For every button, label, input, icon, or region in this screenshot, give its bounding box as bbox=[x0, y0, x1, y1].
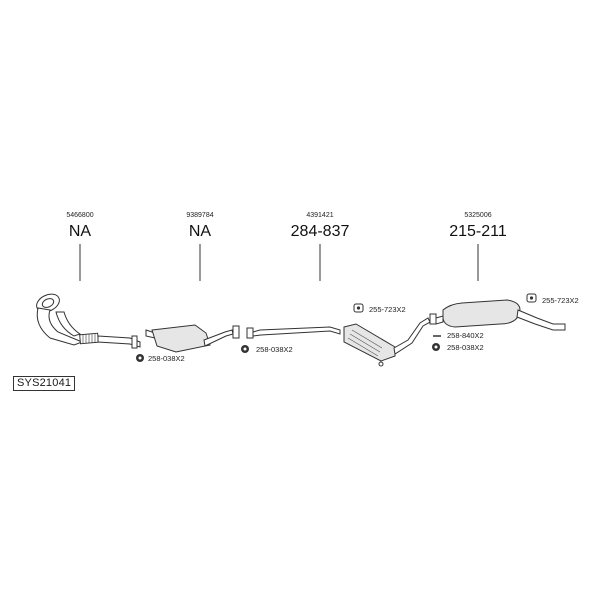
front-silencer-drawing[interactable] bbox=[145, 324, 234, 353]
accessory-2[interactable]: 258-038X2 bbox=[241, 345, 293, 354]
middle-silencer-body bbox=[343, 323, 396, 362]
part-2-callout: 9389784 NA bbox=[186, 212, 214, 281]
accessory-6[interactable]: 255-723X2 bbox=[526, 293, 579, 305]
intermediate-pipe-drawing[interactable] bbox=[232, 325, 341, 339]
part-3-callout: 4391421 284-837 bbox=[291, 212, 350, 281]
intermediate-flange-2 bbox=[246, 327, 254, 339]
part-4-label[interactable]: 215-211 bbox=[449, 223, 507, 240]
middle-silencer-ribs bbox=[347, 329, 383, 357]
part-1-callout: 5466800 NA bbox=[66, 212, 94, 281]
system-code-label: SYS21041 bbox=[13, 376, 76, 391]
flex-joint-ribs bbox=[82, 334, 96, 343]
accessory-5[interactable]: 258-038X2 bbox=[432, 343, 484, 352]
accessory-1[interactable]: 258-038X2 bbox=[136, 354, 185, 363]
part-1-oe-number: 5466800 bbox=[66, 212, 93, 219]
middle-silencer-drawing[interactable] bbox=[343, 317, 431, 367]
accessory-1-code: 258-038X2 bbox=[148, 354, 185, 363]
middle-silencer-outlet bbox=[393, 317, 431, 355]
accessory-3[interactable]: 255-723X2 bbox=[353, 303, 406, 314]
accessory-2-code: 258-038X2 bbox=[256, 345, 293, 354]
part-4-oe-number: 5325006 bbox=[464, 212, 491, 219]
accessory-6-code: 255-723X2 bbox=[542, 296, 579, 305]
front-silencer-body bbox=[151, 324, 211, 353]
intermediate-pipe bbox=[252, 326, 341, 337]
front-pipe-tube-2 bbox=[55, 311, 82, 337]
middle-silencer-hanger bbox=[378, 361, 384, 367]
accessory-3-code: 255-723X2 bbox=[369, 305, 406, 314]
front-pipe-flange bbox=[131, 335, 138, 349]
part-3-label[interactable]: 284-837 bbox=[291, 223, 350, 240]
part-3-oe-number: 4391421 bbox=[306, 212, 333, 219]
rear-silencer-body bbox=[442, 299, 521, 328]
accessory-4[interactable]: 258-840X2 bbox=[433, 331, 484, 340]
manifold-flange-inner bbox=[41, 298, 55, 308]
accessory-4-code: 258-840X2 bbox=[447, 331, 484, 340]
rear-silencer-drawing[interactable] bbox=[429, 299, 566, 331]
front-pipe-outlet bbox=[97, 335, 141, 348]
part-4-callout: 5325006 215-211 bbox=[449, 212, 507, 281]
front-silencer-outlet bbox=[203, 329, 234, 347]
part-1-label[interactable]: NA bbox=[69, 223, 92, 240]
rear-clamp bbox=[429, 313, 437, 325]
part-2-oe-number: 9389784 bbox=[186, 212, 213, 219]
accessory-5-code: 258-038X2 bbox=[447, 343, 484, 352]
intermediate-flange bbox=[232, 325, 240, 339]
part-2-label[interactable]: NA bbox=[189, 223, 212, 240]
tail-pipe bbox=[516, 309, 566, 331]
front-pipe-drawing[interactable] bbox=[34, 291, 141, 349]
rear-silencer-inlet bbox=[435, 315, 444, 325]
